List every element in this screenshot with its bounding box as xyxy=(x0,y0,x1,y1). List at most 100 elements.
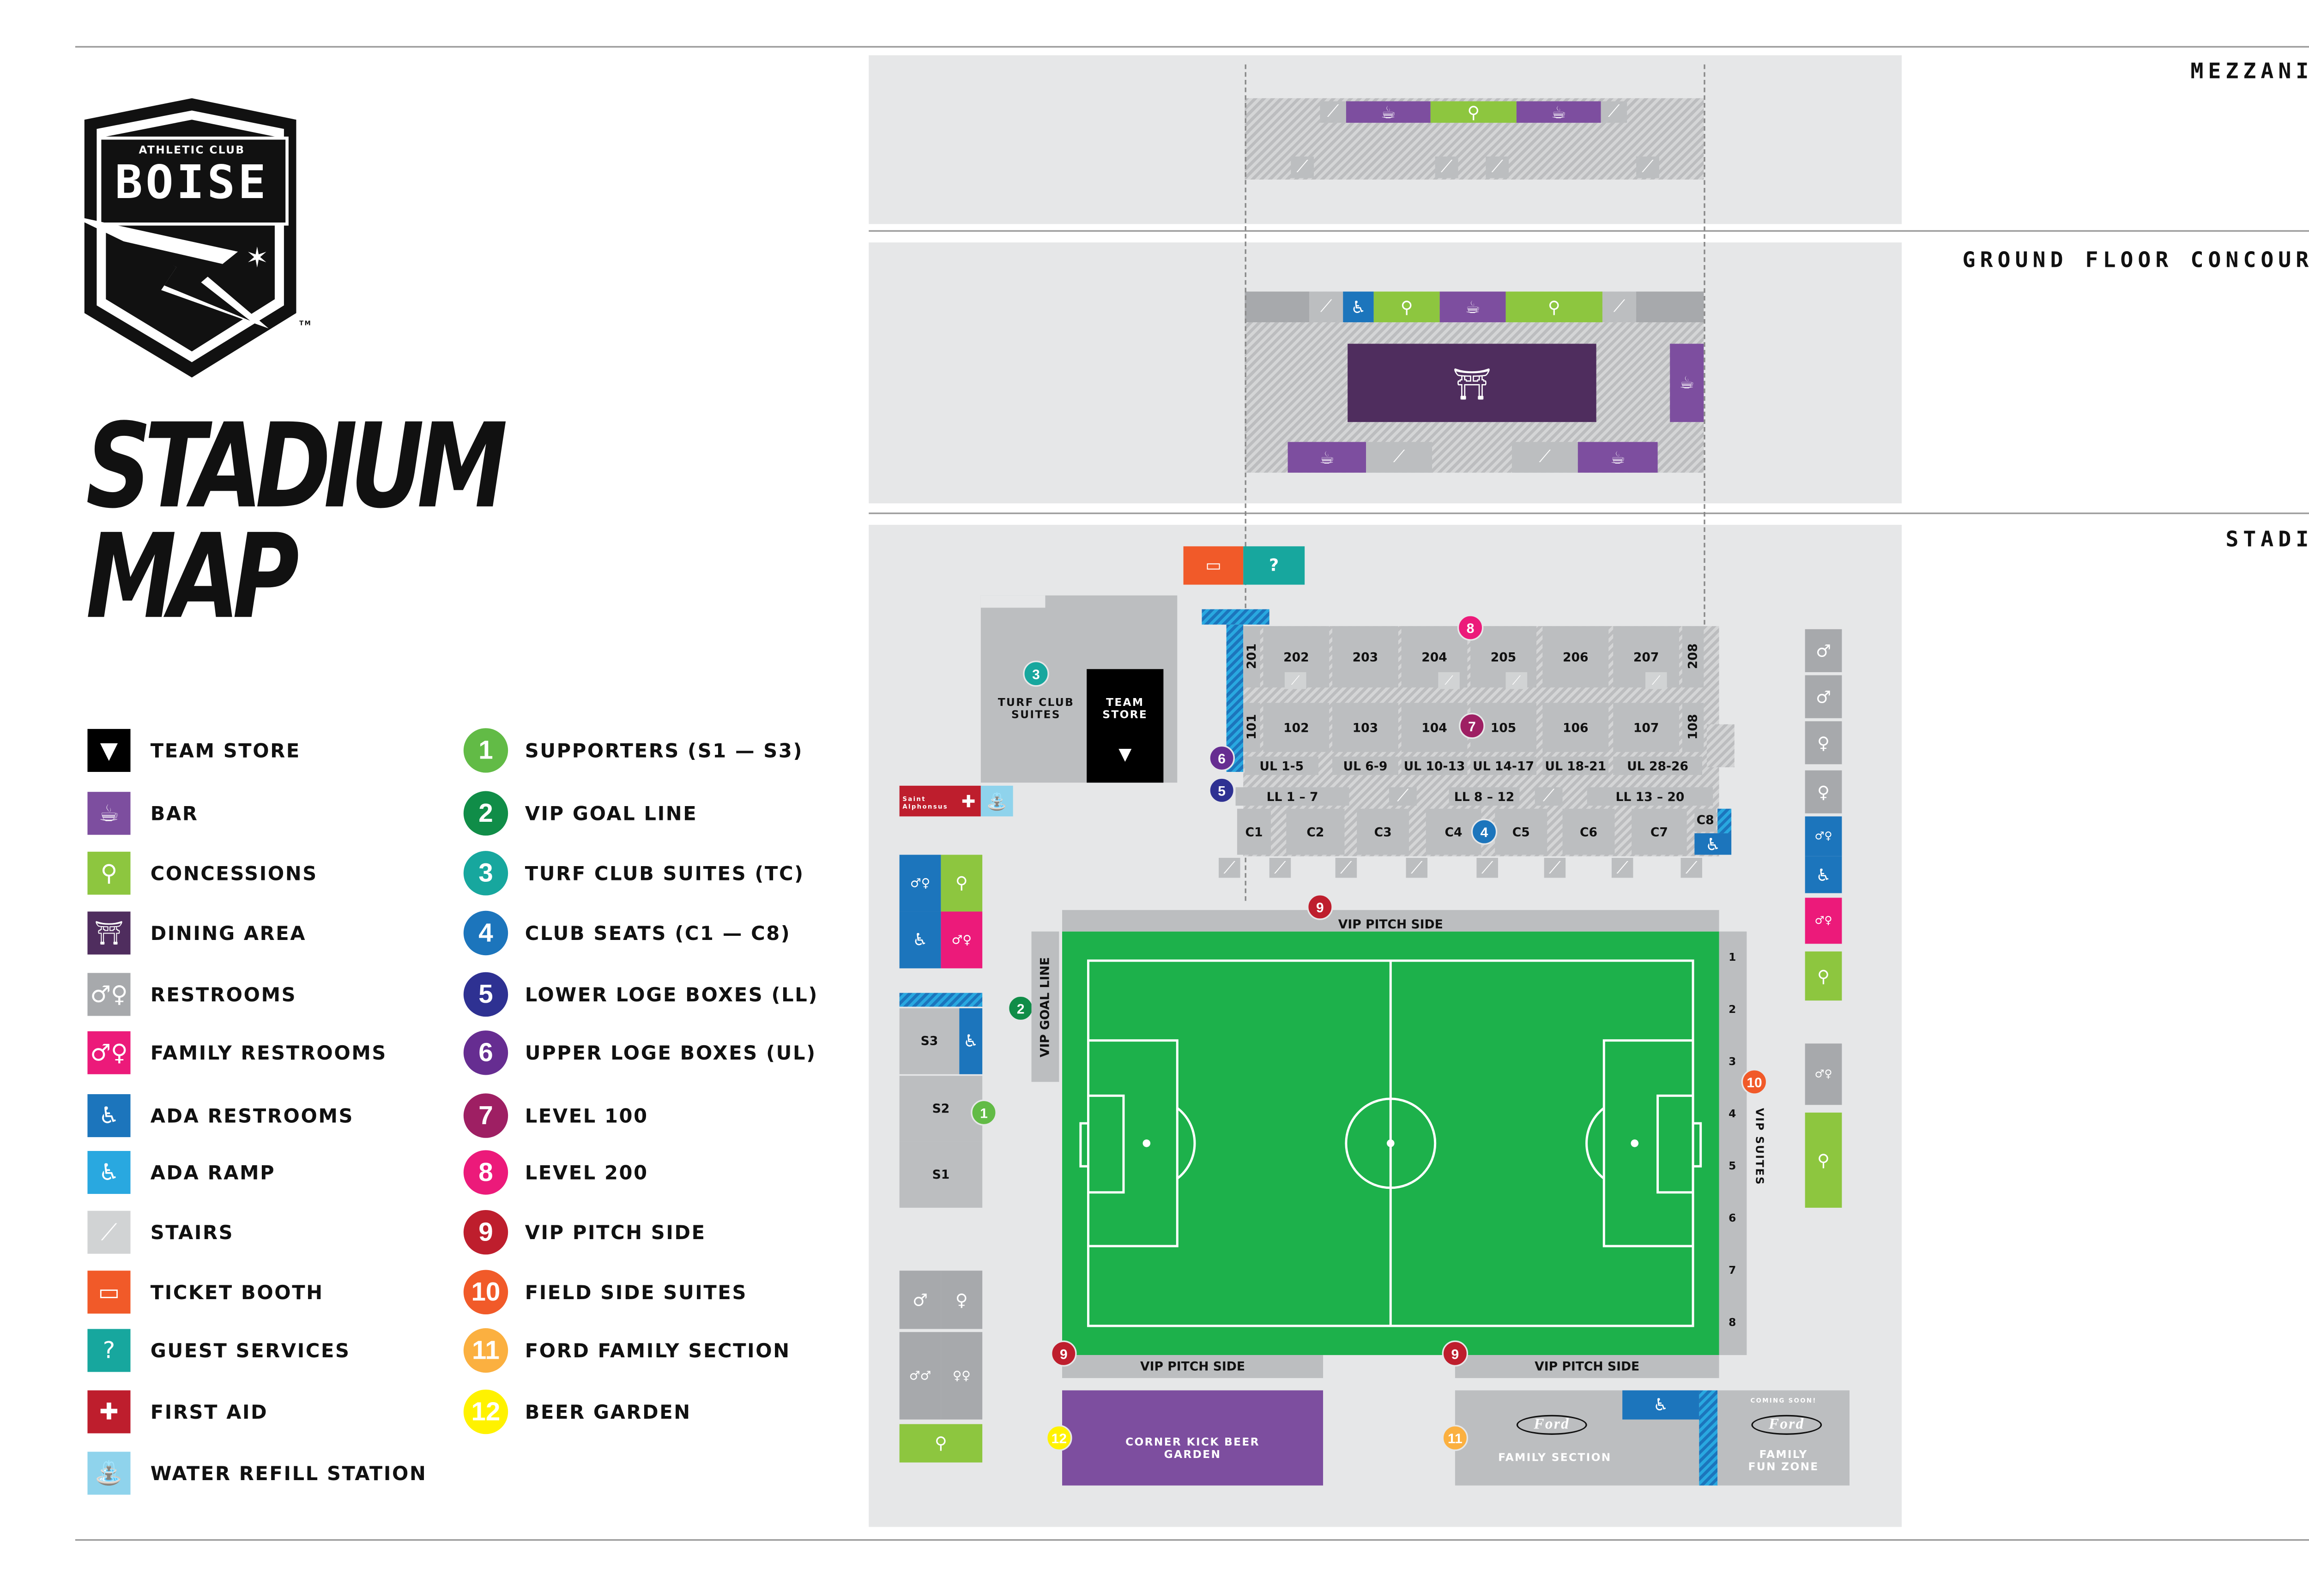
vip-suite-8[interactable]: 8 xyxy=(1729,1316,1737,1329)
restroom-icon[interactable]: ♂ xyxy=(899,1271,941,1329)
concessions-icon[interactable]: ⚲ xyxy=(1430,101,1517,123)
vip-suite-2[interactable]: 2 xyxy=(1729,1003,1737,1016)
club-C2[interactable]: C2 xyxy=(1286,808,1345,855)
water-refill-icon[interactable]: ⛲ xyxy=(980,785,1013,817)
dining-area-picnic-table-icon[interactable]: ⛩ xyxy=(1348,343,1596,422)
upper-loge-1[interactable]: UL 6-9 xyxy=(1332,756,1398,775)
ada-ramp[interactable] xyxy=(1202,609,1269,625)
club-C1[interactable]: C1 xyxy=(1237,808,1271,855)
ada-ramp[interactable] xyxy=(1717,808,1732,833)
upper-loge-5[interactable]: UL 28-26 xyxy=(1613,756,1702,775)
ticket-booth-icon[interactable]: ▭ xyxy=(1183,546,1244,585)
supporters-S2[interactable]: S2 xyxy=(899,1075,983,1141)
vip-suite-4[interactable]: 4 xyxy=(1729,1108,1737,1120)
restroom-icon[interactable]: ♂♀ xyxy=(899,855,941,912)
bar-icon[interactable]: ☕ xyxy=(1516,101,1601,123)
section-201[interactable]: 201 xyxy=(1243,626,1260,688)
section-104[interactable]: 104 xyxy=(1401,703,1468,752)
section-208[interactable]: 208 xyxy=(1682,626,1704,688)
lower-loge-2[interactable]: LL 13 – 20 xyxy=(1587,787,1713,806)
bar-icon[interactable]: ☕ xyxy=(1346,101,1431,123)
map-badge-9[interactable]: 9 xyxy=(1307,894,1333,920)
restroom-icon[interactable]: ♂ xyxy=(1805,629,1842,672)
section-203[interactable]: 203 xyxy=(1332,626,1398,688)
wheelchair-icon[interactable]: ♿ xyxy=(1805,856,1842,893)
concessions-icon[interactable]: ⚲ xyxy=(1505,291,1602,323)
concessions-icon[interactable]: ⚲ xyxy=(899,1424,983,1463)
restroom-icon[interactable]: ♂ xyxy=(1805,675,1842,718)
bar-icon[interactable]: ☕ xyxy=(1287,442,1366,473)
supporters-S1[interactable]: S1 xyxy=(899,1142,983,1208)
guest-services-icon[interactable]: ? xyxy=(1243,546,1305,585)
supporters-S3[interactable]: S3 xyxy=(899,1008,960,1074)
vip-suite-5[interactable]: 5 xyxy=(1729,1160,1737,1173)
section-102[interactable]: 102 xyxy=(1263,703,1330,752)
section-101[interactable]: 101 xyxy=(1243,703,1260,752)
vip-pitch-side-bottom-left[interactable]: VIP PITCH SIDE xyxy=(1062,1355,1324,1378)
section-202[interactable]: 202 xyxy=(1263,626,1330,688)
section-108[interactable]: 108 xyxy=(1682,703,1704,752)
wheelchair-icon[interactable]: ♿ xyxy=(1622,1390,1699,1420)
corner-kick-beer-garden[interactable]: CORNER KICK BEER GARDEN xyxy=(1062,1390,1324,1486)
section-106[interactable]: 106 xyxy=(1542,703,1609,752)
map-badge-10[interactable]: 10 xyxy=(1741,1069,1768,1095)
map-badge-11[interactable]: 11 xyxy=(1442,1425,1469,1451)
map-badge-12[interactable]: 12 xyxy=(1046,1425,1072,1451)
vip-suite-3[interactable]: 3 xyxy=(1729,1055,1737,1068)
map-badge-3[interactable]: 3 xyxy=(1023,660,1049,687)
vip-goal-line[interactable]: VIP GOAL LINE xyxy=(1031,931,1059,1082)
vip-suite-7[interactable]: 7 xyxy=(1729,1264,1737,1277)
first-aid-station[interactable]: Saint Alphonsus✚ xyxy=(899,785,981,817)
upper-loge-3[interactable]: UL 14-17 xyxy=(1470,756,1537,775)
vip-suite-1[interactable]: 1 xyxy=(1729,951,1737,964)
map-badge-5[interactable]: 5 xyxy=(1209,777,1235,804)
map-badge-2[interactable]: 2 xyxy=(1008,995,1034,1022)
restroom-icon[interactable]: ♂♀ xyxy=(1805,816,1842,856)
map-badge-8[interactable]: 8 xyxy=(1457,614,1484,641)
upper-loge-2[interactable]: UL 10-13 xyxy=(1401,756,1468,775)
vip-pitch-side-top[interactable]: VIP PITCH SIDE xyxy=(1062,910,1719,932)
restroom-icon[interactable]: ♂♂ xyxy=(899,1332,941,1420)
map-badge-9[interactable]: 9 xyxy=(1051,1340,1077,1367)
wheelchair-icon[interactable]: ♿ xyxy=(1343,291,1374,323)
section-206[interactable]: 206 xyxy=(1542,626,1609,688)
ada-ramp[interactable] xyxy=(1699,1390,1718,1486)
club-C6[interactable]: C6 xyxy=(1562,808,1615,855)
team-store[interactable]: ▼ xyxy=(1087,669,1164,783)
restroom-icon[interactable]: ♀ xyxy=(1805,721,1842,765)
concessions-icon[interactable]: ⚲ xyxy=(1805,1112,1842,1208)
restroom-icon[interactable]: ♀ xyxy=(941,1271,983,1329)
upper-loge-0[interactable]: UL 1-5 xyxy=(1245,756,1319,775)
restroom-icon[interactable]: ♂♀ xyxy=(1805,1043,1842,1105)
bar-icon[interactable]: ☕ xyxy=(1670,343,1704,422)
map-badge-9[interactable]: 9 xyxy=(1442,1340,1469,1367)
concessions-icon[interactable]: ⚲ xyxy=(1373,291,1440,323)
lower-loge-1[interactable]: LL 8 – 12 xyxy=(1449,787,1520,806)
concessions-icon[interactable]: ⚲ xyxy=(1805,951,1842,1001)
lower-loge-0[interactable]: LL 1 – 7 xyxy=(1235,787,1349,806)
club-C7[interactable]: C7 xyxy=(1632,808,1687,855)
concessions-icon[interactable]: ⚲ xyxy=(941,855,983,912)
section-107[interactable]: 107 xyxy=(1613,703,1680,752)
restroom-icon[interactable]: ♀♀ xyxy=(941,1332,983,1420)
bar-icon[interactable]: ☕ xyxy=(1578,442,1658,473)
map-badge-7[interactable]: 7 xyxy=(1459,712,1485,739)
restroom-icon[interactable]: ♀ xyxy=(1805,770,1842,813)
map-badge-4[interactable]: 4 xyxy=(1471,819,1498,845)
map-badge-6[interactable]: 6 xyxy=(1209,745,1235,771)
section-103[interactable]: 103 xyxy=(1332,703,1398,752)
vip-pitch-side-bottom-right[interactable]: VIP PITCH SIDE xyxy=(1455,1355,1719,1378)
wheelchair-icon[interactable]: ♿ xyxy=(959,1008,983,1074)
vip-suite-6[interactable]: 6 xyxy=(1729,1212,1737,1225)
family-restroom-icon[interactable]: ♂♀ xyxy=(941,911,983,969)
club-C5[interactable]: C5 xyxy=(1495,808,1547,855)
upper-loge-4[interactable]: UL 18-21 xyxy=(1542,756,1609,775)
club-C3[interactable]: C3 xyxy=(1357,808,1409,855)
club-C8[interactable]: C8 xyxy=(1694,808,1716,832)
wheelchair-icon[interactable]: ♿ xyxy=(899,911,941,969)
family-restroom-icon[interactable]: ♂♀ xyxy=(1805,897,1842,944)
map-badge-1[interactable]: 1 xyxy=(971,1099,997,1126)
bar-icon[interactable]: ☕ xyxy=(1439,291,1506,323)
